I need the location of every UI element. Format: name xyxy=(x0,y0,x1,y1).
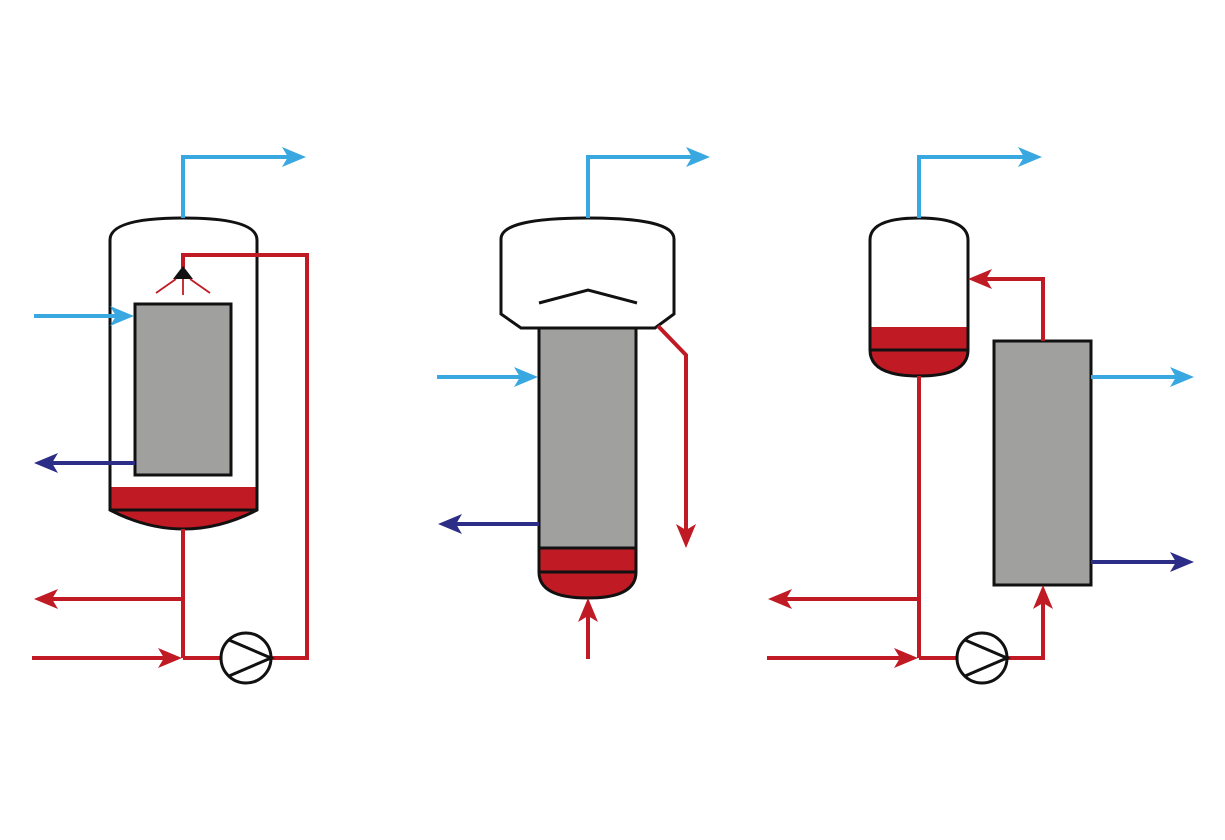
pump-icon xyxy=(955,631,1011,685)
unit-2-heater xyxy=(537,326,638,550)
arrow-head-icon xyxy=(110,306,134,326)
unit-3-return-line xyxy=(984,277,1045,341)
spray-nozzle-icon xyxy=(155,266,211,295)
arrow-head-icon xyxy=(34,589,58,609)
arrow-head-icon xyxy=(34,453,58,473)
arrow-head-icon xyxy=(676,524,696,548)
pump-icon xyxy=(219,631,275,685)
unit-2-separator-head xyxy=(499,216,676,330)
unit-1-heater xyxy=(133,302,233,477)
arrow-head-icon xyxy=(438,514,462,534)
arrow-head-icon xyxy=(578,598,598,622)
arrow-head-icon xyxy=(894,648,918,668)
unit-3-pump-discharge xyxy=(1007,601,1045,660)
unit-3-heater xyxy=(992,339,1093,587)
arrow-head-icon xyxy=(1170,552,1194,572)
arrow-head-icon xyxy=(686,147,710,167)
unit-2-vapor-outlet xyxy=(586,155,694,218)
unit-2-concentrate-outlet xyxy=(656,324,688,532)
unit-1-falling-film-evaporator xyxy=(32,147,309,685)
arrow-head-icon xyxy=(1033,585,1053,609)
unit-3-vapor-outlet xyxy=(917,155,1026,218)
arrow-head-icon xyxy=(514,367,538,387)
arrow-head-icon xyxy=(1170,367,1194,387)
unit-3-forced-circulation-evaporator xyxy=(767,147,1194,685)
arrow-head-icon xyxy=(968,269,992,289)
arrow-head-icon xyxy=(768,589,792,609)
unit-2-deflector xyxy=(538,288,638,305)
arrow-head-icon xyxy=(158,648,182,668)
arrow-head-icon xyxy=(282,147,306,167)
unit-1-vapor-outlet xyxy=(181,155,290,218)
unit-1-recirculation-line xyxy=(181,253,309,660)
unit-1-liquid-level xyxy=(110,487,257,529)
unit-2-rising-film-evaporator xyxy=(437,147,710,659)
unit-1-vessel xyxy=(108,216,259,531)
arrow-head-icon xyxy=(1018,147,1042,167)
